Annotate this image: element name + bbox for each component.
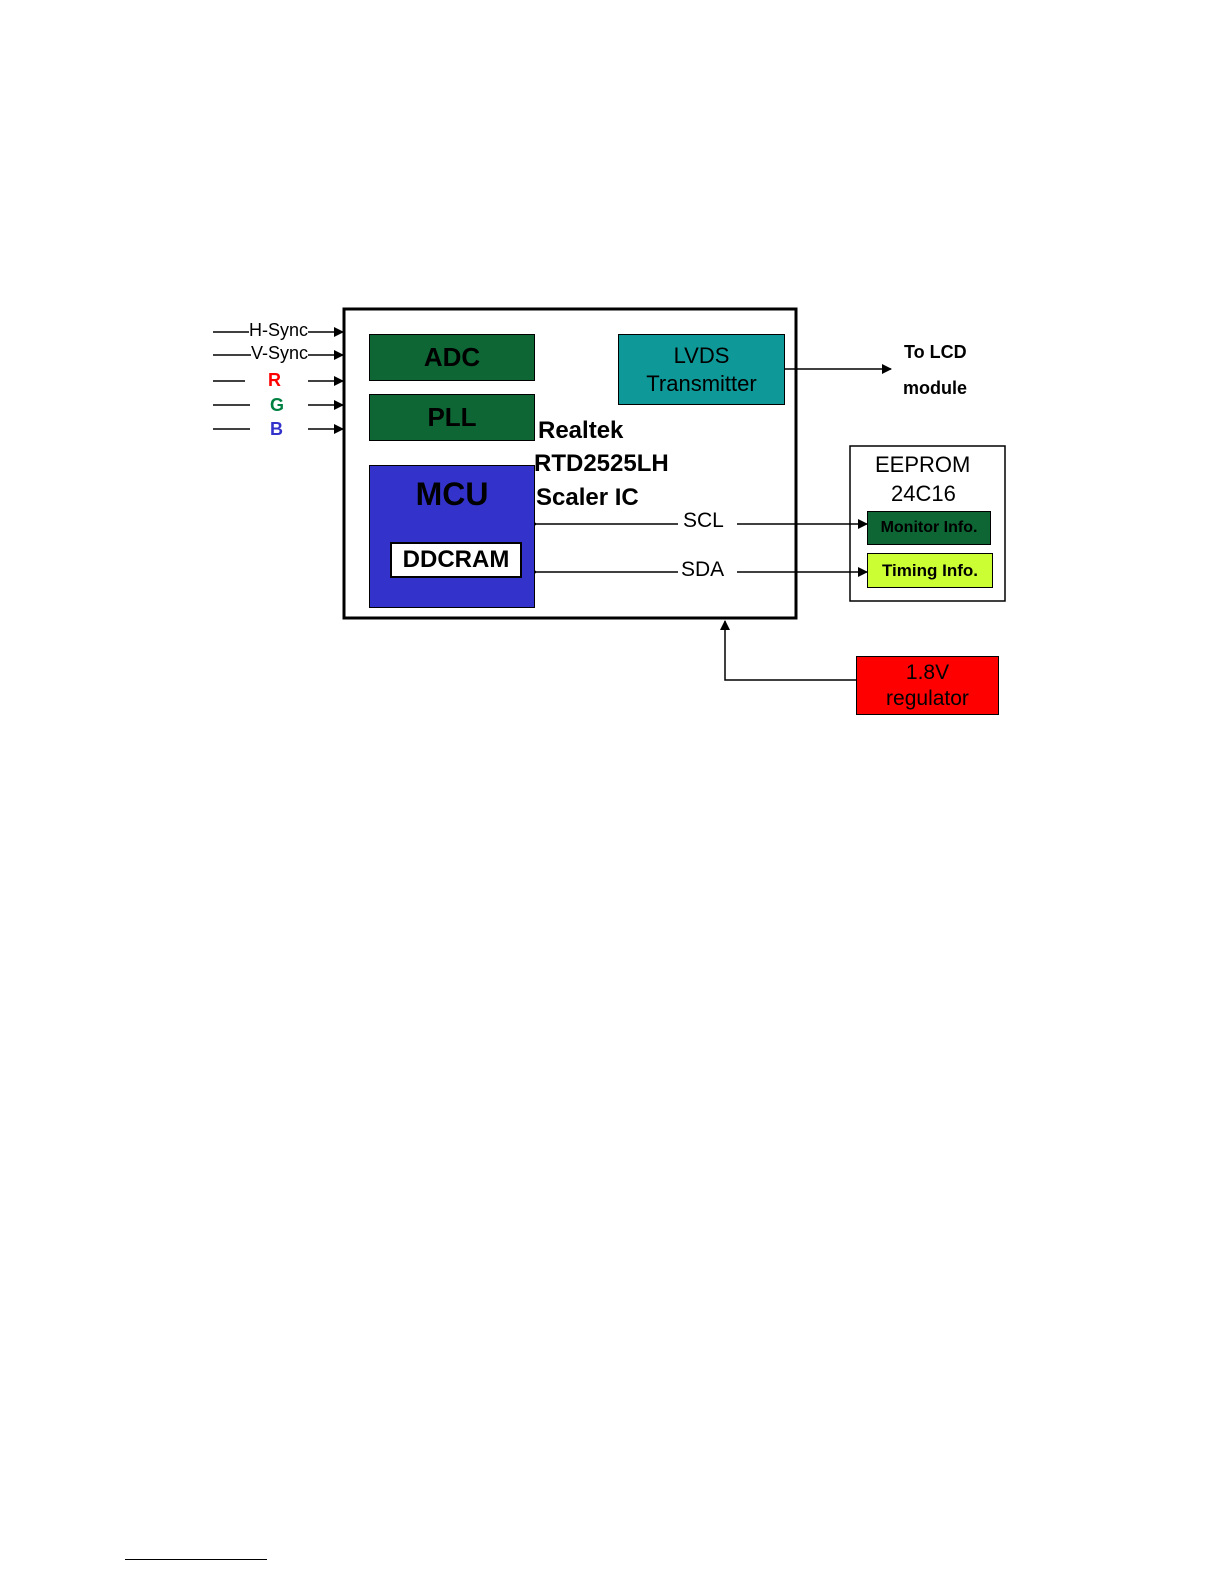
sda-label: SDA xyxy=(681,558,724,582)
pll-block: PLL xyxy=(369,394,535,441)
footnote-rule xyxy=(125,1559,267,1560)
eeprom-label-line1: EEPROM xyxy=(875,452,970,478)
timing-info-block: Timing Info. xyxy=(867,553,993,588)
chip-name-line2: RTD2525LH xyxy=(534,450,669,478)
mcu-label: MCU xyxy=(416,476,489,513)
regulator-feed-line xyxy=(725,621,856,680)
ddcram-label: DDCRAM xyxy=(403,546,510,574)
eeprom-label-line2: 24C16 xyxy=(891,481,956,507)
monitor-info-block: Monitor Info. xyxy=(867,511,991,545)
r-label: R xyxy=(268,370,281,391)
scl-label: SCL xyxy=(683,509,724,533)
mcu-block: MCU DDCRAM xyxy=(369,465,535,608)
regulator-block: 1.8V regulator xyxy=(856,656,999,715)
regulator-label-line2: regulator xyxy=(886,686,969,712)
lvds-label-line2: Transmitter xyxy=(646,370,756,398)
adc-label: ADC xyxy=(424,342,480,373)
chip-name-line1: Realtek xyxy=(538,417,623,445)
output-label-line1: To LCD xyxy=(904,342,967,363)
adc-block: ADC xyxy=(369,334,535,381)
pll-label: PLL xyxy=(427,402,476,433)
b-label: B xyxy=(270,419,283,440)
hsync-label: H-Sync xyxy=(249,320,308,341)
ddcram-block: DDCRAM xyxy=(390,542,522,578)
timing-info-label: Timing Info. xyxy=(882,561,978,581)
lvds-block: LVDS Transmitter xyxy=(618,334,785,405)
g-label: G xyxy=(270,395,284,416)
monitor-info-label: Monitor Info. xyxy=(881,519,978,537)
vsync-label: V-Sync xyxy=(251,343,308,364)
lvds-label-line1: LVDS xyxy=(674,342,730,370)
output-label-line2: module xyxy=(903,378,967,399)
regulator-label-line1: 1.8V xyxy=(906,660,949,686)
chip-name-line3: Scaler IC xyxy=(536,484,639,512)
